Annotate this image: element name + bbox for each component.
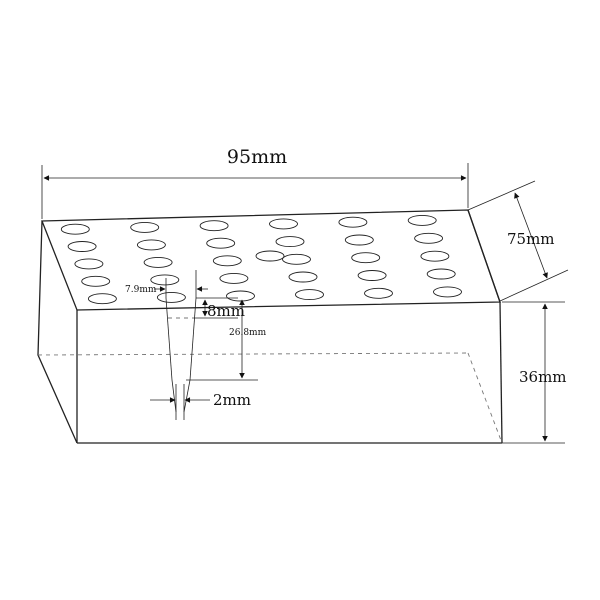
tube-hole [136,239,166,251]
tube-hole [87,293,117,305]
dim-length: 95mm [41,146,469,219]
dim-height-label: 36mm [519,368,567,386]
tube-hole [219,272,249,284]
tube-hole [275,236,305,248]
dim-hole-top-depth-label: 8mm [207,302,245,320]
hole-taper-right [189,297,197,381]
dim-hole-diameter: 7.9mm [125,270,208,298]
tube-hole [433,286,462,298]
hole-taper-left [165,297,173,381]
front-right-vertical-edge [499,301,503,444]
hole-bottom-right [183,379,191,413]
tube-hole [143,256,173,268]
tube-hole [344,234,374,246]
tube-hole [426,268,456,280]
tube-hole [351,252,381,264]
tube-hole [156,291,186,303]
dim-hole-depth: 26.8mm [186,299,267,381]
tube-hole [288,271,318,283]
tube-hole [407,214,437,226]
hidden-back-bottom-edge [37,352,469,356]
hidden-right-bottom-edge [467,352,503,444]
dim-width-label: 75mm [507,230,555,248]
tube-hole [295,289,324,301]
tube-hole [60,223,90,235]
right-top-edge [467,209,501,303]
hole-cross-section [165,297,197,413]
tube-hole [67,241,97,252]
tube-hole [364,287,393,299]
dim-height: 36mm [502,301,567,444]
tube-hole [150,274,180,286]
tube-hole [269,218,298,230]
dim-hole-depth-label: 26.8mm [229,328,267,338]
tube-hole [357,270,387,281]
dim-hole-bottom-label: 2mm [213,391,251,409]
tube-hole [130,221,160,233]
rack-body [37,209,503,444]
tube-hole [199,220,229,232]
hole-grid [60,214,462,305]
tube-hole [282,253,311,265]
tube-hole [255,250,285,262]
tube-hole [226,290,255,302]
left-face-edge [37,220,78,444]
tube-hole [414,232,444,244]
dim-hole-top-depth: 8mm [194,297,245,320]
dim-hole-diameter-label: 7.9mm [125,285,157,295]
dim-length-label: 95mm [227,146,287,168]
tube-hole [81,275,111,287]
tube-hole [212,255,242,267]
hole-bottom-left [171,379,177,413]
tube-hole [206,237,236,249]
dim-hole-bottom: 2mm [150,384,251,420]
dim-width: 75mm [467,180,569,302]
tube-hole [338,216,368,228]
tube-hole [74,258,104,270]
tube-hole [420,250,450,262]
